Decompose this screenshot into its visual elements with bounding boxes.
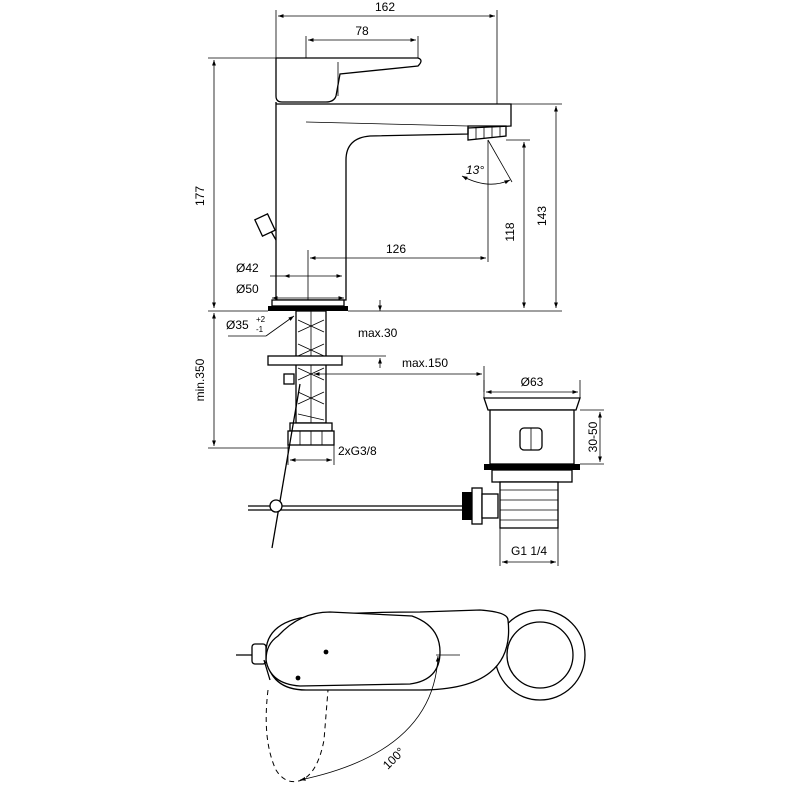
lever-mark: [323, 649, 329, 655]
rod-coupling: [471, 487, 483, 525]
waste-tail: [499, 481, 559, 529]
rod-nut: [462, 492, 472, 520]
dim-max150: max.150: [402, 356, 448, 370]
fixing-nut: [283, 373, 295, 385]
under-counter-assembly: Ø35 +2 -1 max.30 max.150 min.350 2xG3/8: [193, 300, 485, 549]
faucet-side-view: [253, 57, 512, 311]
angle-13: 13°: [466, 163, 484, 177]
top-dimensions: 162 78: [275, 0, 498, 104]
dim-d63: Ø63: [521, 375, 544, 389]
lever-handle: [275, 57, 422, 103]
dim-d35: Ø35: [226, 318, 249, 332]
dim-g114: G1 1/4: [511, 544, 547, 558]
base-gasket: [268, 306, 348, 311]
dim-30-50: 30-50: [586, 421, 600, 452]
popup-rod-knob: [253, 213, 277, 237]
fixing-plate: [267, 355, 343, 366]
lever-rotated-outline: [265, 689, 329, 783]
dim-118: 118: [503, 222, 517, 241]
rod-clip: [269, 499, 283, 513]
dim-min350: min.350: [193, 358, 207, 401]
rod-housing: [481, 493, 499, 519]
base-mark: [295, 675, 301, 681]
waste-nut: [491, 469, 573, 483]
spout-dimensions: 143 118: [348, 103, 562, 312]
tol-plus: +2: [256, 315, 266, 324]
dim-78: 78: [355, 24, 369, 38]
base-flange: [271, 299, 345, 307]
outlet-angle: 13°: [461, 139, 513, 262]
waste-assembly: Ø63 30-50 G1 1/4: [248, 375, 604, 566]
waste-cap: [483, 397, 581, 411]
aerator: [467, 125, 507, 141]
waste-body-upper: [489, 409, 575, 465]
reach-dimension: 126: [307, 242, 486, 300]
dim-d42: Ø42: [236, 261, 259, 275]
faucet-top-view: 100°: [236, 609, 586, 783]
hose-nut-top: [289, 422, 333, 432]
dim-d50: Ø50: [236, 282, 259, 296]
dim-143: 143: [535, 206, 549, 226]
tol-minus: -1: [256, 325, 264, 334]
base-diameters: Ø42 Ø50: [236, 261, 344, 300]
waste-gasket: [484, 464, 580, 470]
lever-top: [265, 611, 441, 687]
dim-126: 126: [386, 242, 406, 256]
dim-162: 162: [375, 0, 395, 14]
spout-inner-circle: [506, 621, 574, 689]
popup-knob-top: [251, 643, 267, 665]
dim-177: 177: [193, 186, 207, 206]
dim-max30: max.30: [358, 326, 398, 340]
dim-g38: 2xG3/8: [338, 444, 377, 458]
angle-100: 100°: [380, 745, 408, 773]
height-dimension: 177: [193, 57, 276, 308]
